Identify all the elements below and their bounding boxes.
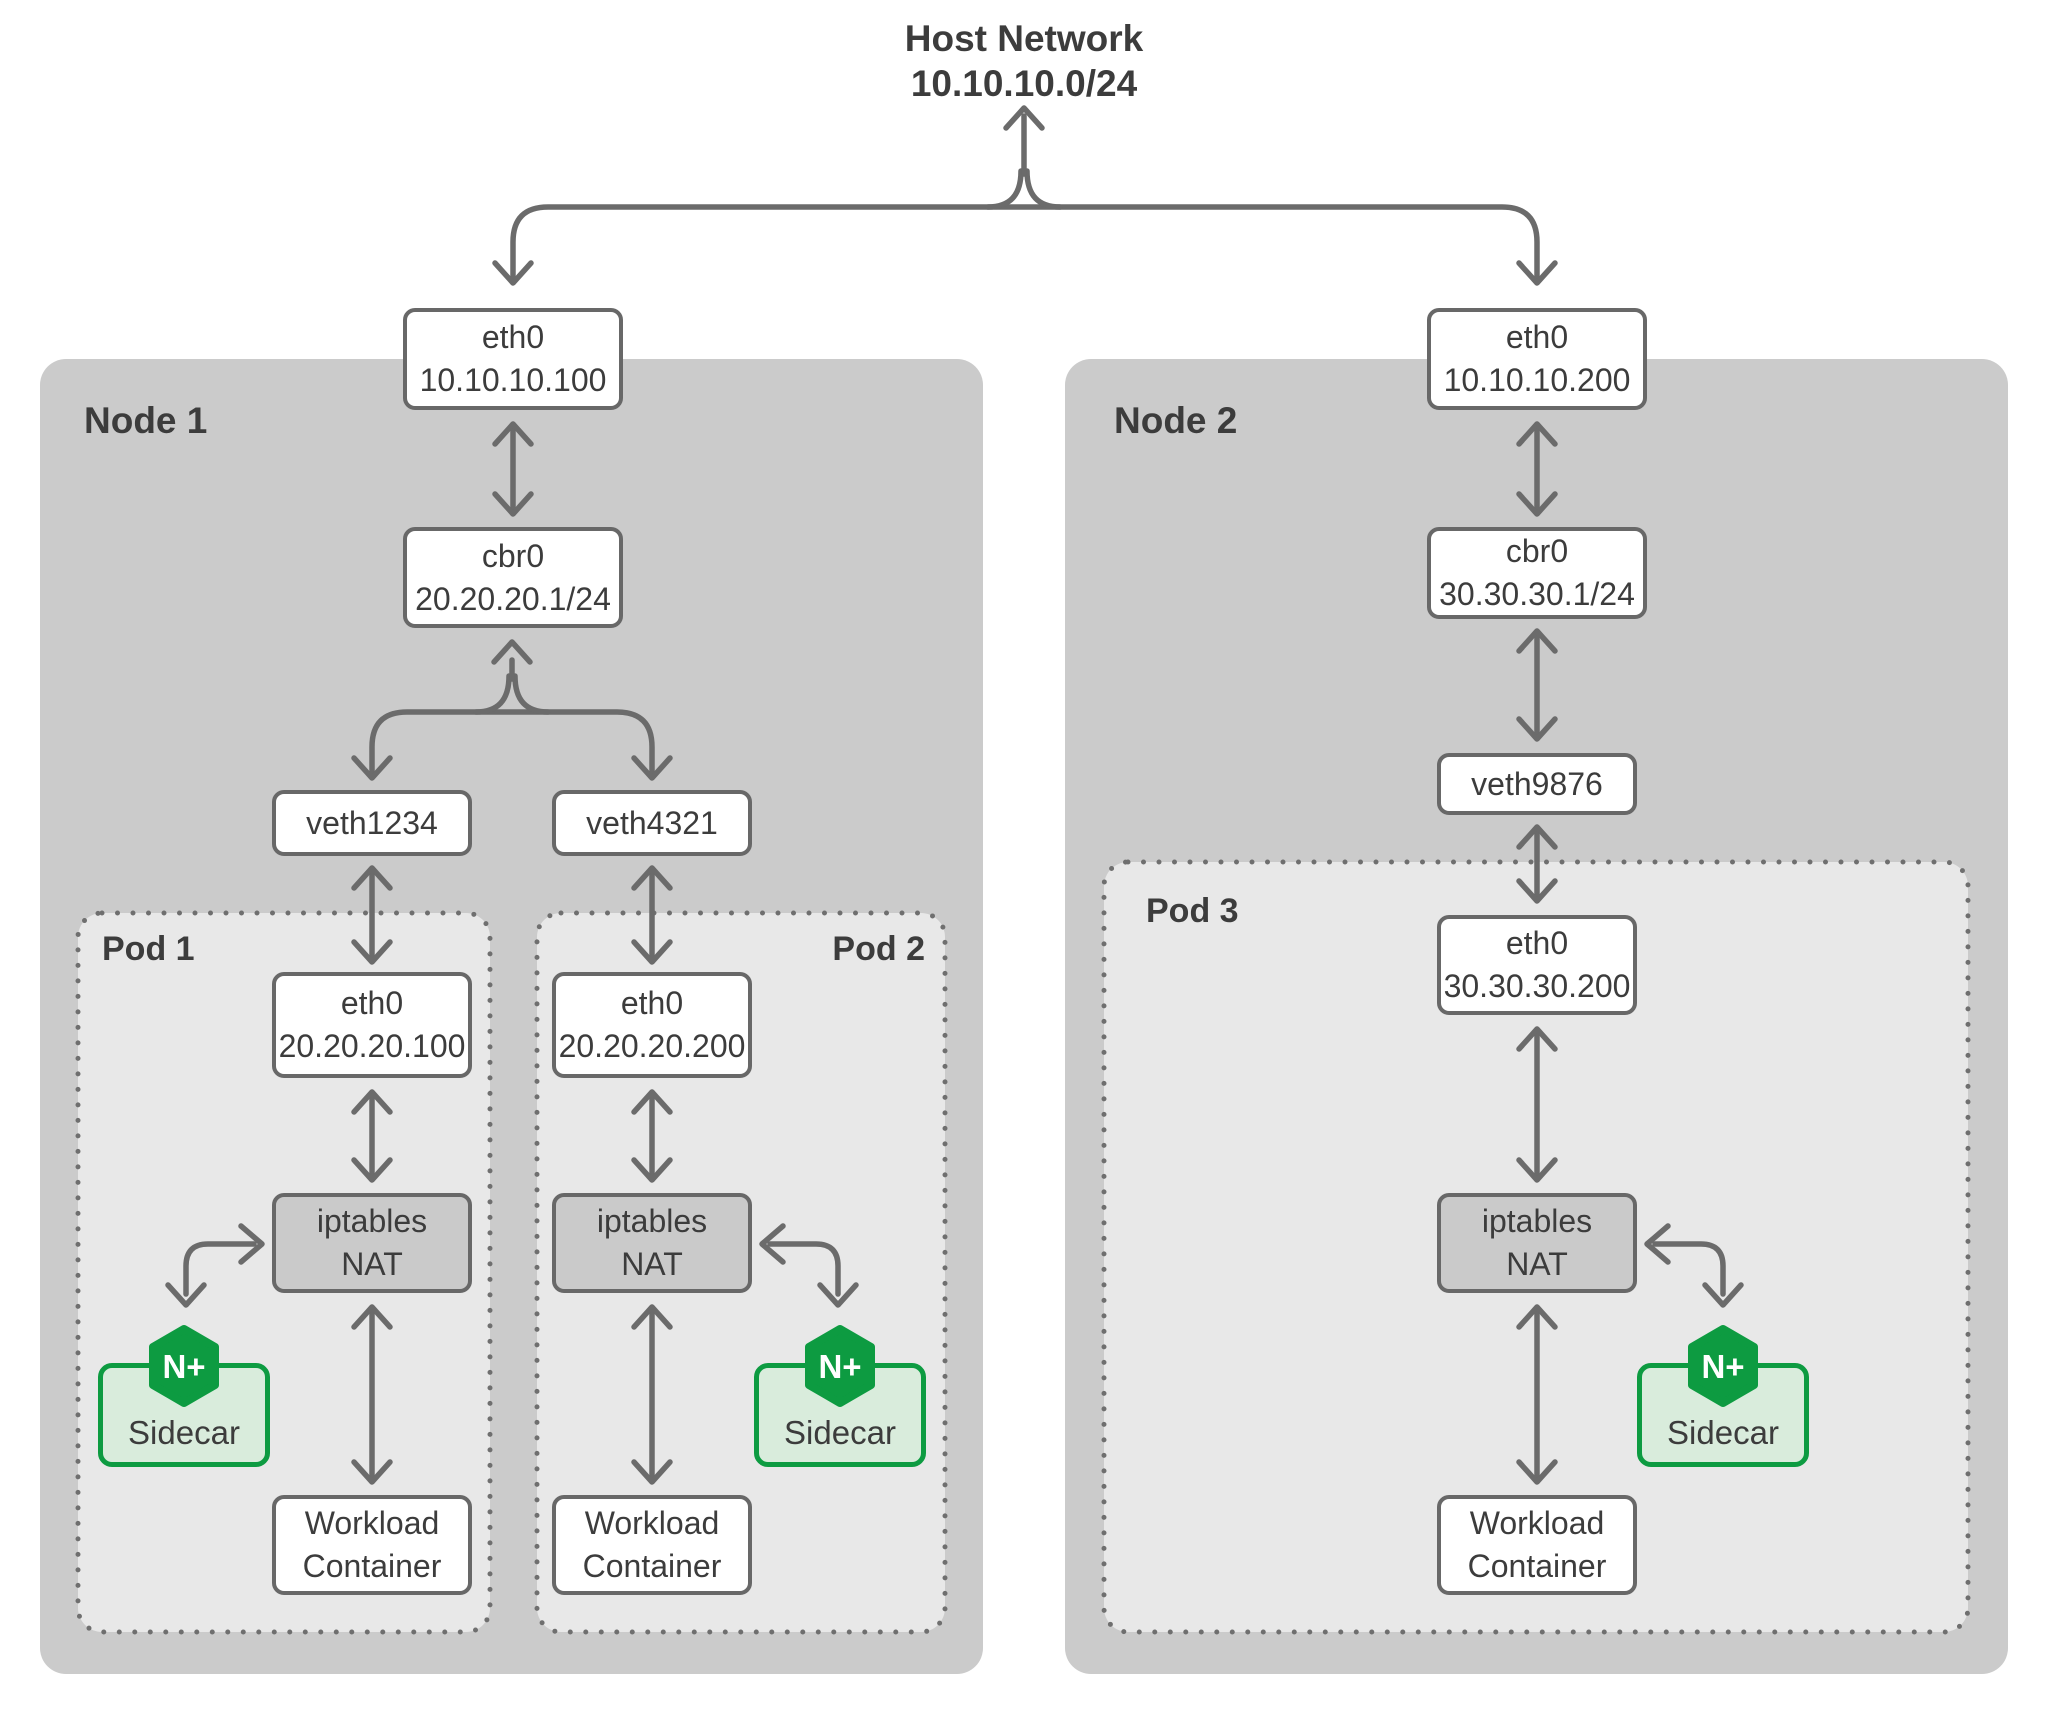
nat-line1: iptables <box>1481 1203 1593 1240</box>
arrow-nat-workload-pod1 <box>351 1304 393 1485</box>
veth9876-box: veth9876 <box>1437 753 1637 815</box>
pod-2-eth0-box: eth0 20.20.20.200 <box>552 972 752 1078</box>
eth0-ip: 10.10.10.100 <box>419 362 607 398</box>
sidecar-label: Sidecar <box>128 1414 240 1451</box>
pod-2-label: Pod 2 <box>832 930 925 968</box>
nginx-plus-icon: N+ <box>1688 1325 1758 1407</box>
eth0-name: eth0 <box>1505 925 1569 962</box>
node-2-label: Node 2 <box>1114 400 1238 441</box>
workload-line2: Container <box>302 1548 442 1584</box>
pod-2-iptables-nat-box: iptables NAT <box>552 1193 752 1293</box>
eth0-ip: 30.30.30.200 <box>1443 968 1631 1004</box>
nginx-plus-badge-text: N+ <box>162 1348 205 1385</box>
nat-line1: iptables <box>596 1203 708 1240</box>
arrow-eth0-cbr0-node1 <box>492 421 534 517</box>
arrow-nat-workload-pod2 <box>631 1304 673 1485</box>
workload-line1: Workload <box>304 1505 440 1542</box>
eth0-ip: 20.20.20.100 <box>278 1028 466 1064</box>
nat-line2: NAT <box>341 1246 403 1282</box>
workload-line2: Container <box>1467 1548 1607 1584</box>
cbr0-name: cbr0 <box>1505 533 1569 570</box>
node-1-label: Node 1 <box>84 400 208 441</box>
workload-line2: Container <box>582 1548 722 1584</box>
arrow-nat-workload-pod3 <box>1516 1304 1558 1485</box>
arrow-nat-sidecar-pod1 <box>165 1223 265 1308</box>
nat-line2: NAT <box>621 1246 683 1282</box>
eth0-name: eth0 <box>620 985 684 1022</box>
nginx-plus-badge-text: N+ <box>818 1348 861 1385</box>
arrow-eth0-nat-pod2 <box>631 1089 673 1183</box>
nginx-plus-icon: N+ <box>149 1325 219 1407</box>
pod-3-label: Pod 3 <box>1146 892 1239 930</box>
node-1-eth0-box: eth0 10.10.10.100 <box>403 308 623 410</box>
node-2-cbr0-box: cbr0 30.30.30.1/24 <box>1427 527 1647 619</box>
veth-name: veth1234 <box>306 804 438 841</box>
workload-line1: Workload <box>584 1505 720 1542</box>
diagram-title: Host Network 10.10.10.0/24 <box>724 16 1324 106</box>
pod-3-eth0-box: eth0 30.30.30.200 <box>1437 915 1637 1015</box>
veth-name: veth4321 <box>586 804 718 841</box>
arrow-eth0-cbr0-node2 <box>1516 421 1558 517</box>
arrow-veth1234-eth0 <box>351 865 393 965</box>
pod-3-workload-container-box: Workload Container <box>1437 1495 1637 1595</box>
arrow-veth4321-eth0 <box>631 865 673 965</box>
pod-1-workload-container-box: Workload Container <box>272 1495 472 1595</box>
pod-2-workload-container-box: Workload Container <box>552 1495 752 1595</box>
nginx-plus-badge-text: N+ <box>1701 1348 1744 1385</box>
arrow-host-to-nodes <box>492 105 1558 286</box>
nginx-plus-icon: N+ <box>805 1325 875 1407</box>
arrow-cbr0-to-veths <box>351 639 673 781</box>
pod-1-iptables-nat-box: iptables NAT <box>272 1193 472 1293</box>
eth0-name: eth0 <box>340 985 404 1022</box>
workload-line1: Workload <box>1469 1505 1605 1542</box>
arrow-eth0-nat-pod1 <box>351 1089 393 1183</box>
sidecar-label: Sidecar <box>784 1414 896 1451</box>
sidecar-label: Sidecar <box>1667 1414 1779 1451</box>
veth1234-box: veth1234 <box>272 790 472 856</box>
pod-1-eth0-box: eth0 20.20.20.100 <box>272 972 472 1078</box>
cbr0-name: cbr0 <box>481 537 545 574</box>
host-network-label: Host Network <box>904 18 1144 59</box>
node-1-cbr0-box: cbr0 20.20.20.1/24 <box>403 527 623 628</box>
nat-line1: iptables <box>316 1203 428 1240</box>
eth0-name: eth0 <box>481 319 545 356</box>
veth-name: veth9876 <box>1471 765 1603 802</box>
pod-1-label: Pod 1 <box>102 930 195 968</box>
cbr0-cidr: 30.30.30.1/24 <box>1439 576 1635 612</box>
arrow-nat-sidecar-pod3 <box>1644 1223 1744 1308</box>
arrow-cbr0-veth9876 <box>1516 628 1558 742</box>
node-2-eth0-box: eth0 10.10.10.200 <box>1427 308 1647 410</box>
pod-3-iptables-nat-box: iptables NAT <box>1437 1193 1637 1293</box>
eth0-ip: 20.20.20.200 <box>558 1028 746 1064</box>
eth0-ip: 10.10.10.200 <box>1443 362 1631 398</box>
arrow-eth0-nat-pod3 <box>1516 1026 1558 1183</box>
eth0-name: eth0 <box>1505 319 1569 356</box>
arrow-veth9876-eth0 <box>1516 824 1558 904</box>
nat-line2: NAT <box>1506 1246 1568 1282</box>
host-network-cidr: 10.10.10.0/24 <box>910 63 1138 105</box>
cbr0-cidr: 20.20.20.1/24 <box>415 580 611 617</box>
arrow-nat-sidecar-pod2 <box>759 1223 859 1308</box>
veth4321-box: veth4321 <box>552 790 752 856</box>
